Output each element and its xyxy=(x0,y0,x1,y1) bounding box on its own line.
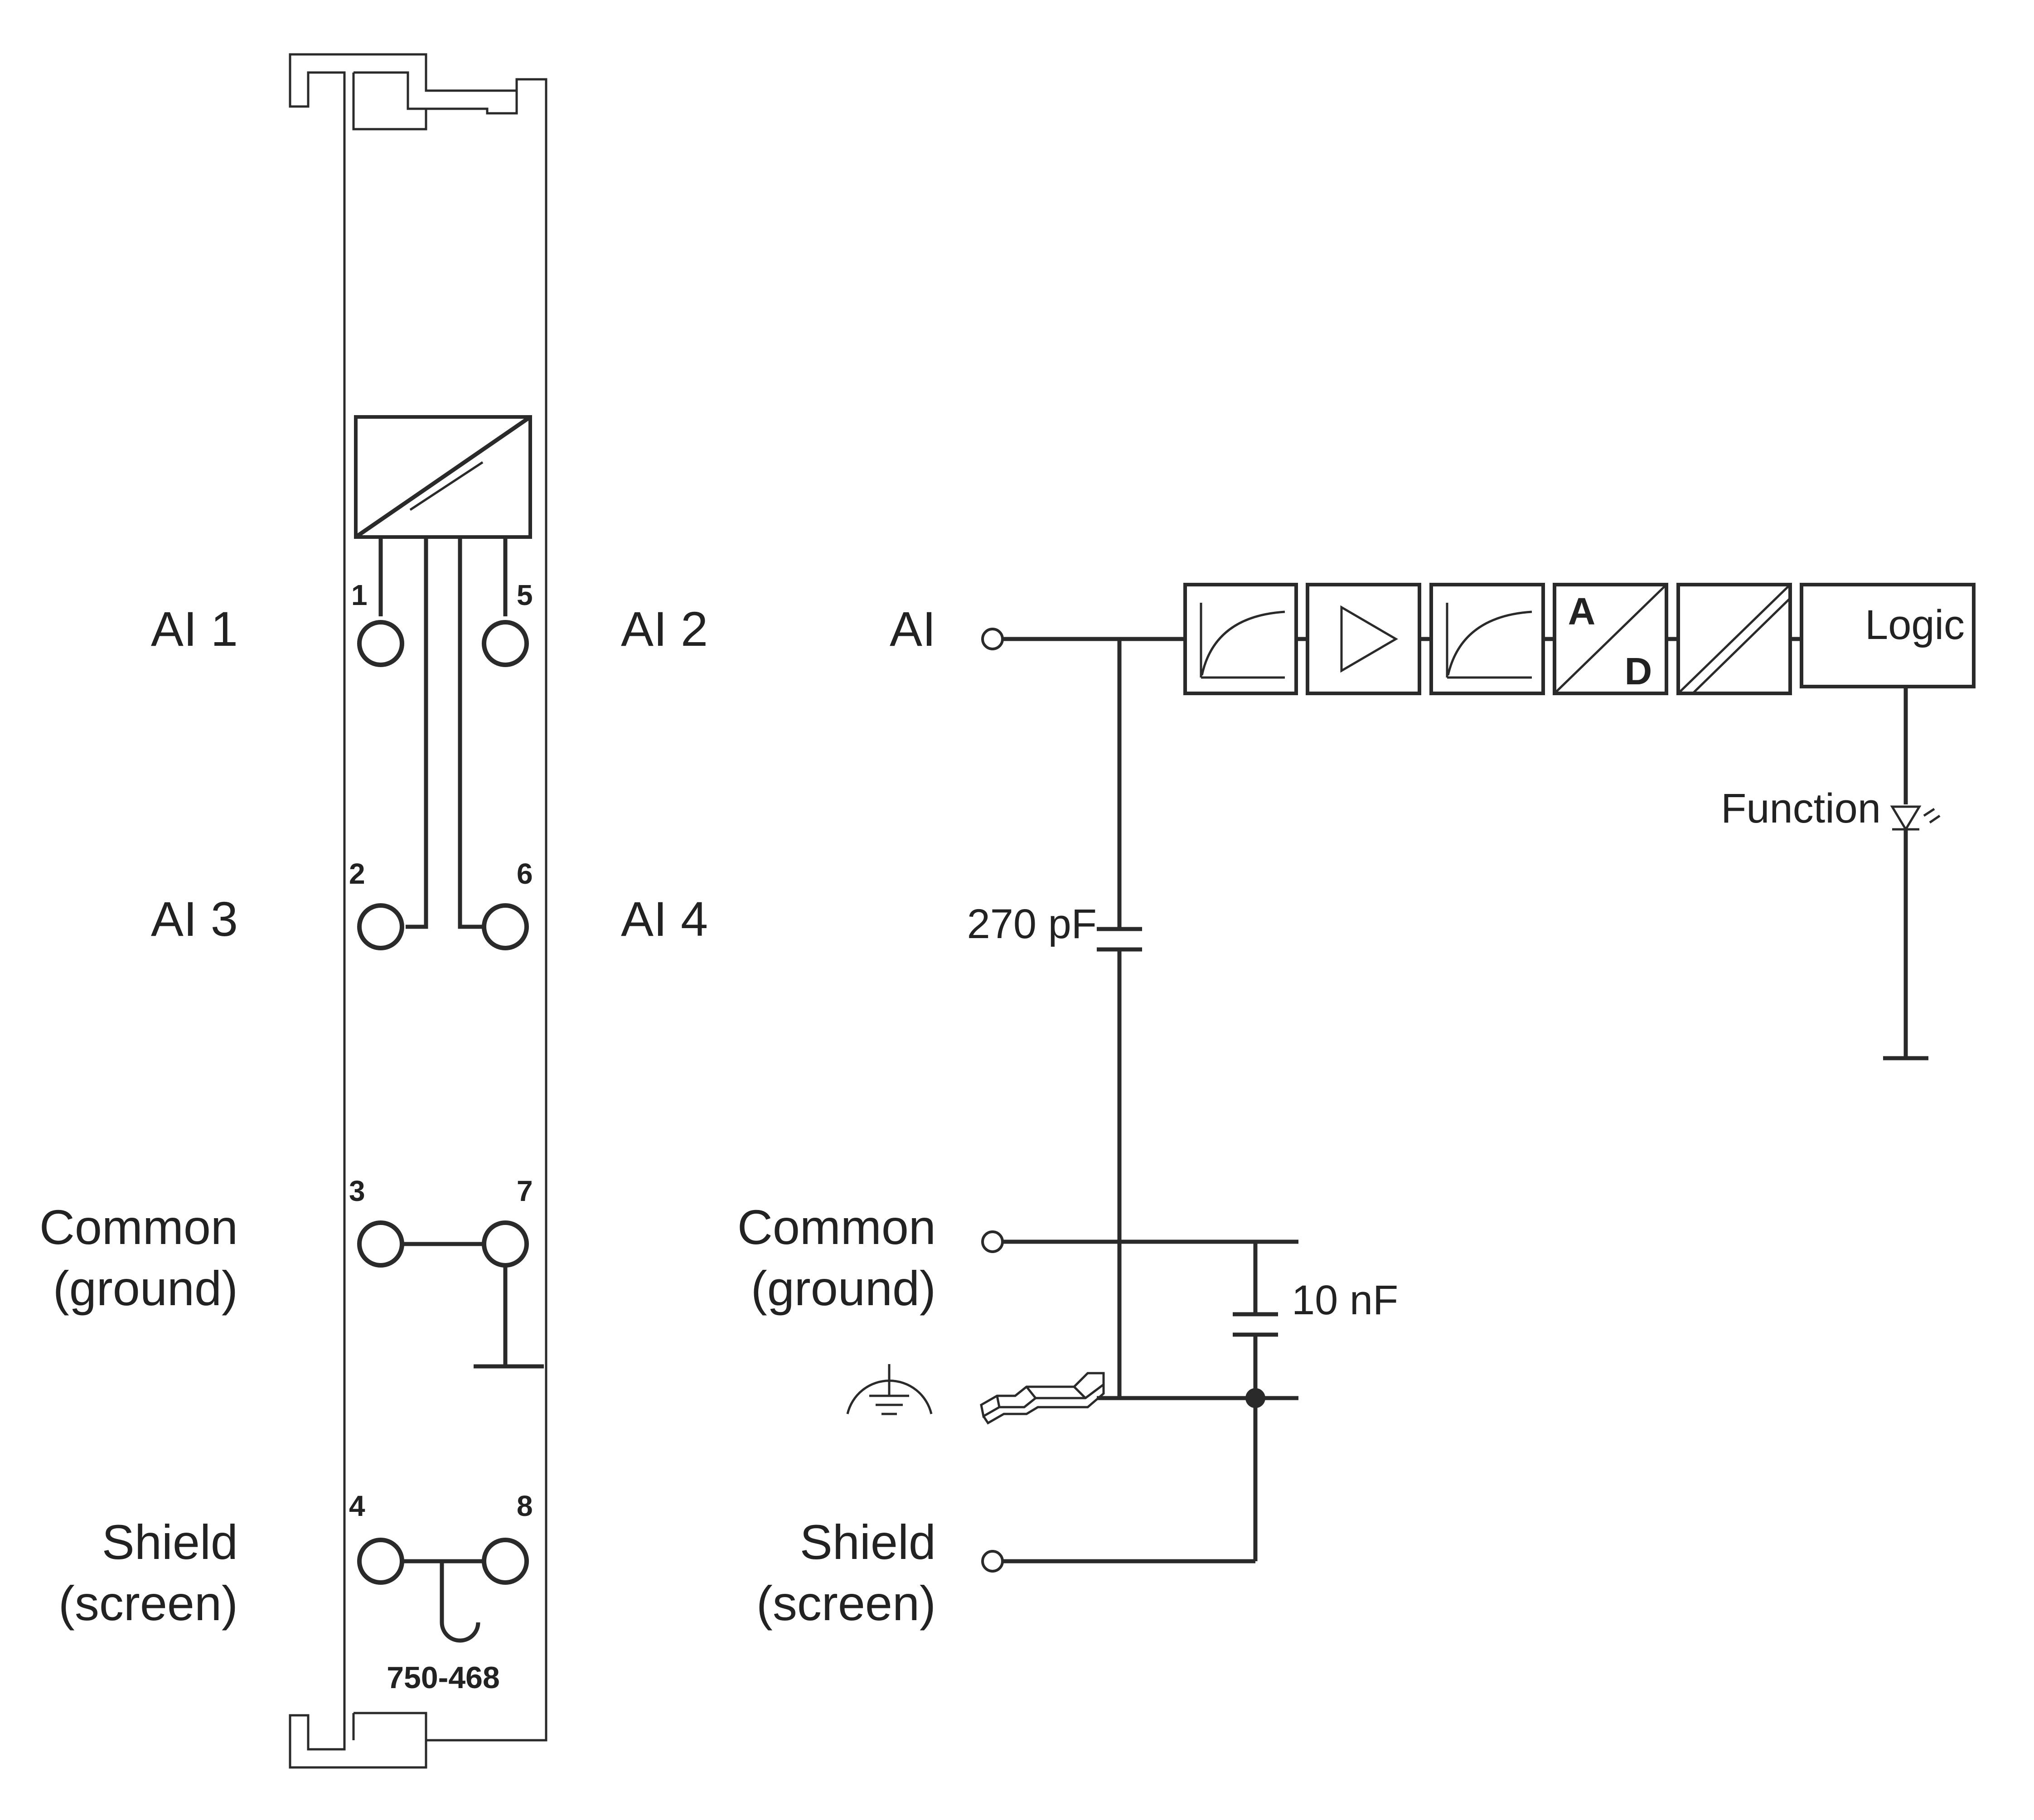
terminal-8 xyxy=(482,1538,529,1585)
terminal-4 xyxy=(357,1538,404,1585)
module-left-labels: AI 1 AI 3 Common (ground) Shield (screen… xyxy=(39,601,238,1631)
terminal-number-8: 8 xyxy=(517,1490,533,1522)
signal-chain: A D Logic xyxy=(1183,583,1976,695)
ad-label-a: A xyxy=(1568,590,1596,633)
label-shield-line1: Shield xyxy=(102,1515,238,1569)
module-housing xyxy=(289,53,547,1769)
capacitor-10nf-label: 10 nF xyxy=(1292,1277,1398,1323)
lowpass-filter-block-2 xyxy=(1429,583,1545,695)
capacitor-270pf: 270 pF xyxy=(967,901,1142,952)
circuit-terminals xyxy=(981,628,1004,1573)
terminal-number-7: 7 xyxy=(517,1175,533,1207)
din-rail-icon xyxy=(980,1372,1105,1425)
terminal-6 xyxy=(482,903,529,950)
label-ai1: AI 1 xyxy=(151,601,238,656)
earth-ground-icon xyxy=(846,1364,933,1415)
capacitor-270pf-label: 270 pF xyxy=(967,901,1097,947)
circuit-label-shield-line2: (screen) xyxy=(756,1576,936,1631)
terminal-number-3: 3 xyxy=(349,1175,365,1207)
ad-converter-block: A D xyxy=(1553,583,1668,695)
junction-dot xyxy=(1245,1388,1265,1408)
label-ai3: AI 3 xyxy=(151,891,238,946)
terminal-5 xyxy=(482,620,529,667)
function-label: Function xyxy=(1721,785,1881,832)
circuit-label-common-line1: Common xyxy=(737,1200,936,1254)
circuit-wiring xyxy=(1002,637,1298,1563)
circuit-label-ai: AI xyxy=(890,601,936,656)
label-common-line1: Common xyxy=(39,1200,238,1254)
terminal-2 xyxy=(357,903,404,950)
label-ai4: AI 4 xyxy=(621,891,708,946)
circuit-label-shield-line1: Shield xyxy=(800,1515,936,1569)
part-number: 750-468 xyxy=(387,1660,500,1695)
isolation-block xyxy=(354,415,532,539)
shield-terminal xyxy=(981,1550,1004,1573)
ai-input-terminal xyxy=(981,628,1004,650)
module-internal-wiring xyxy=(378,537,544,1643)
lowpass-filter-block-1 xyxy=(1183,583,1298,695)
terminal-number-2: 2 xyxy=(349,857,365,890)
terminal-7 xyxy=(482,1220,529,1268)
terminal-3 xyxy=(357,1220,404,1268)
label-ai2: AI 2 xyxy=(621,601,708,656)
logic-label: Logic xyxy=(1865,602,1965,648)
label-shield-line2: (screen) xyxy=(58,1576,238,1631)
terminal-number-4: 4 xyxy=(349,1490,365,1522)
logic-block: Logic xyxy=(1800,583,1976,688)
circuit-label-common-line2: (ground) xyxy=(751,1261,936,1316)
isolation-block-2 xyxy=(1676,583,1792,695)
terminal-1 xyxy=(357,620,404,667)
terminal-number-1: 1 xyxy=(351,579,368,611)
amplifier-block xyxy=(1306,583,1421,695)
label-common-line2: (ground) xyxy=(53,1261,238,1316)
module-terminals xyxy=(357,620,529,1585)
common-terminal xyxy=(981,1230,1004,1253)
circuit-labels: AI Common (ground) Shield (screen) xyxy=(737,601,936,1631)
terminal-number-5: 5 xyxy=(517,579,533,611)
ad-label-d: D xyxy=(1625,650,1652,692)
terminal-number-6: 6 xyxy=(517,857,533,890)
capacitor-10nf: 10 nF xyxy=(1233,1277,1398,1337)
module-right-labels: AI 2 AI 4 xyxy=(621,601,708,946)
terminal-numbers: 1 2 3 4 5 6 7 8 xyxy=(349,579,533,1522)
function-led: Function xyxy=(1721,687,1941,1060)
